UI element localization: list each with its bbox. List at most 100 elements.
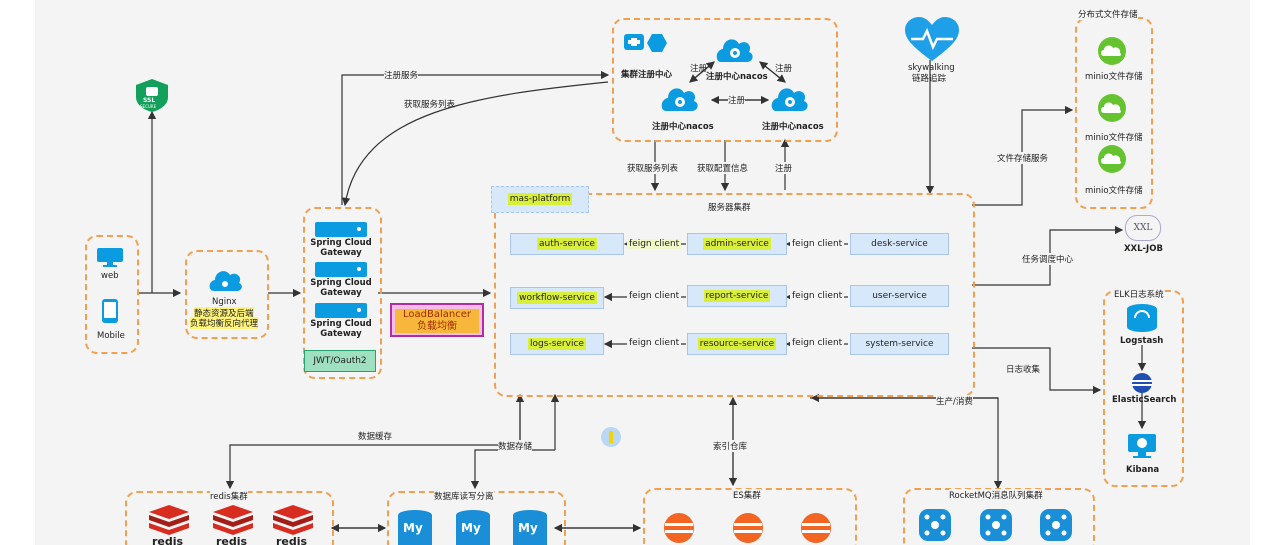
- mobile-icon: [101, 298, 119, 327]
- workflow-service-box: workflow-service: [510, 287, 604, 309]
- admin-service-box: admin-service: [687, 233, 787, 255]
- db-split-label: 数据库读写分离: [434, 490, 494, 502]
- mq-node-icon-2: [979, 508, 1012, 541]
- mysql-icon-3: My: [512, 509, 548, 545]
- minio-cloud-icon-3: [1093, 144, 1131, 177]
- elasticsearch-icon: [1129, 372, 1155, 397]
- feign-label-1: feign client: [627, 239, 682, 249]
- edge-register-1: 注册: [690, 64, 708, 74]
- loadbalancer-box: LoadBalancer 负载均衡: [390, 303, 484, 337]
- auth-service-label: auth-service: [537, 238, 597, 250]
- es-cluster-label: ES集群: [733, 489, 761, 501]
- logs-service-label: logs-service: [528, 338, 586, 350]
- mysql-text-3: My: [518, 521, 538, 535]
- elasticsearch-label: ElasticSearch: [1112, 395, 1177, 405]
- redis-label-2: redis: [216, 535, 248, 545]
- mq-node-icon-3: [1039, 508, 1072, 541]
- mas-platform-label: mas-platform: [507, 193, 573, 205]
- nginx-sub1: 静态资源及后端: [194, 307, 254, 319]
- cursor-marker: [601, 427, 621, 447]
- feign-label-3: feign client: [627, 291, 682, 301]
- redis-cluster-label: redis集群: [210, 490, 248, 502]
- logstash-icon: [1125, 303, 1159, 336]
- edge-data-storage: 数据存储: [498, 440, 533, 452]
- edge-log-collect: 日志收集: [1006, 363, 1041, 375]
- mysql-icon-1: My: [397, 509, 433, 545]
- mobile-label: Mobile: [97, 331, 125, 341]
- edge-file-storage: 文件存储服务: [997, 152, 1049, 164]
- service-cluster-group: [494, 193, 975, 397]
- system-service-box: system-service: [850, 333, 949, 355]
- ssl-shield-icon: [132, 77, 172, 116]
- feign-label-4: feign client: [790, 291, 845, 301]
- minio-label-2: minio文件存储: [1085, 133, 1143, 143]
- ssl-label: SSL: [143, 97, 156, 104]
- nacos-label-2: 注册中心nacos: [652, 122, 714, 132]
- mysql-text-2: My: [461, 521, 481, 535]
- heart-icon: [903, 17, 961, 66]
- gateway-label-1: Spring Cloud Gateway: [310, 238, 372, 258]
- edge-register-2: 注册: [775, 64, 793, 74]
- report-service-label: report-service: [703, 290, 771, 302]
- loadbalancer-sub: 负载均衡: [395, 321, 479, 333]
- nginx-label: Nginx: [212, 297, 237, 307]
- gateway-label-3: Spring Cloud Gateway: [310, 319, 372, 339]
- gateway-server-icon-1: [315, 222, 367, 237]
- diagram-canvas: [35, 0, 1250, 545]
- secure-label: SECURE: [140, 104, 157, 109]
- edge-register-4: 注册: [775, 162, 793, 174]
- edge-data-cache: 数据缓存: [358, 432, 393, 442]
- gateway-label-2: Spring Cloud Gateway: [310, 278, 372, 298]
- logstash-label: Logstash: [1120, 336, 1164, 346]
- nacos-label-1: 注册中心nacos: [706, 72, 768, 82]
- cluster-registry-icon: [622, 28, 668, 65]
- edge-register-service: 注册服务: [384, 69, 419, 81]
- logs-service-box: logs-service: [510, 333, 604, 355]
- minio-label-1: minio文件存储: [1085, 72, 1143, 82]
- xxljob-label: XXL-JOB: [1124, 244, 1163, 254]
- nginx-cloud-icon: [206, 265, 244, 296]
- edge-register-3: 注册: [728, 94, 746, 106]
- es-node-icon-1: [663, 512, 695, 544]
- client-group: [85, 235, 139, 354]
- cluster-registry-label: 集群注册中心: [621, 70, 673, 80]
- gateway-server-icon-3: [315, 303, 367, 318]
- es-node-icon-2: [732, 512, 764, 544]
- skywalking-label: skywalking: [908, 63, 955, 73]
- monitor-icon: [96, 247, 124, 270]
- minio-label-3: minio文件存储: [1085, 186, 1143, 196]
- resource-service-label: resource-service: [697, 338, 777, 350]
- resource-service-box: resource-service: [687, 333, 787, 355]
- redis-label-3: redis: [276, 535, 308, 545]
- nacos-group: [612, 18, 838, 142]
- es-node-icon-3: [800, 512, 832, 544]
- user-service-box: user-service: [850, 285, 949, 307]
- feign-label-5: feign client: [627, 338, 682, 348]
- desk-service-box: desk-service: [850, 233, 949, 255]
- redis-label-1: redis: [152, 535, 184, 545]
- xxl-logo-icon: XXL: [1125, 215, 1161, 241]
- nacos-gear-icon-1: [715, 34, 755, 67]
- edge-fetch-service-list-1: 获取服务列表: [404, 100, 456, 110]
- skywalking-sub: 链路追踪: [912, 74, 947, 84]
- gateway-group: [303, 207, 382, 379]
- dist-storage-label: 分布式文件存储: [1078, 8, 1138, 20]
- mq-node-icon-1: [918, 508, 951, 541]
- edge-index-repo: 索引仓库: [713, 440, 748, 452]
- kibana-label: Kibana: [1126, 465, 1160, 475]
- nginx-sub2: 负载均衡反向代理: [190, 317, 259, 329]
- nacos-gear-icon-2: [660, 83, 700, 116]
- admin-service-label: admin-service: [703, 238, 771, 250]
- redis-icon-3: [271, 503, 315, 537]
- mysql-text-1: My: [403, 521, 423, 535]
- gateway-server-icon-2: [315, 262, 367, 277]
- loadbalancer-label: LoadBalancer: [395, 309, 479, 321]
- edge-task-center: 任务调度中心: [1022, 253, 1074, 265]
- mysql-icon-2: My: [455, 509, 491, 545]
- minio-cloud-icon-2: [1093, 93, 1131, 126]
- mq-cluster-label: RocketMQ消息队列集群: [949, 489, 1043, 501]
- minio-cloud-icon-1: [1093, 36, 1131, 69]
- elk-label: ELK日志系统: [1114, 288, 1164, 300]
- kibana-icon: [1126, 432, 1158, 463]
